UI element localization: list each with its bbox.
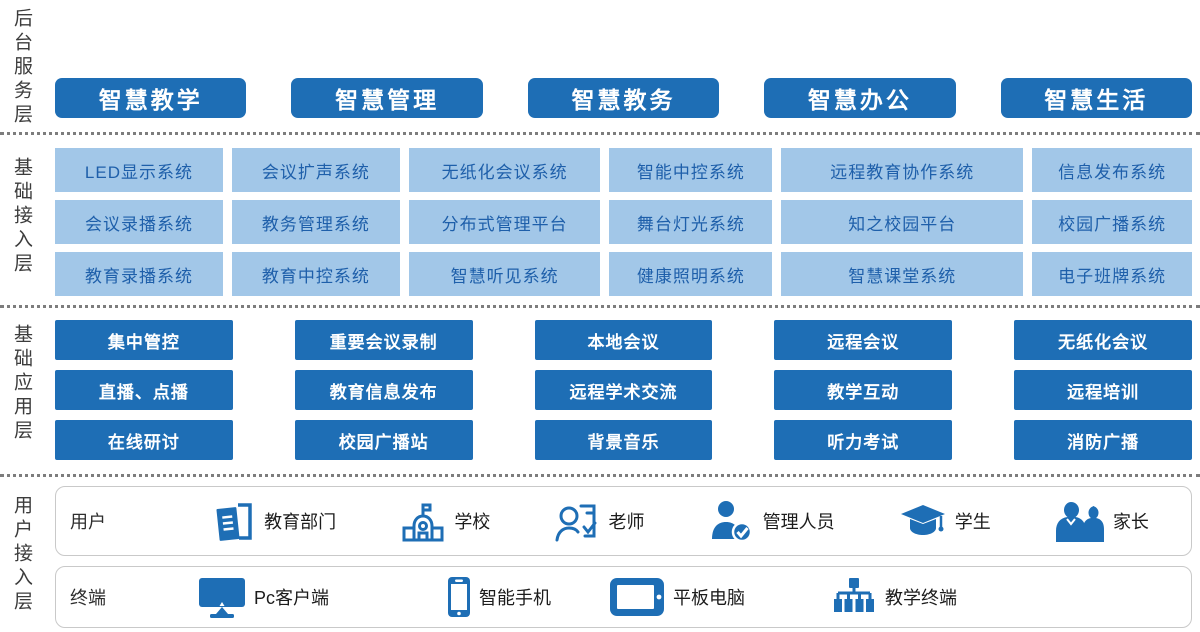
layer-label-user-access: 用户接入层	[11, 495, 32, 615]
module-button-smart-office: 智慧办公	[764, 78, 956, 118]
layer-label-backend-service: 后台服务层	[11, 8, 32, 128]
access-system-box: 信息发布系统	[1032, 148, 1192, 192]
section-divider	[0, 305, 1200, 308]
module-button-row: 智慧教学 智慧管理 智慧教务 智慧办公 智慧生活	[55, 78, 1192, 118]
layer-backend-service: 后台服务层 智慧教学 智慧管理 智慧教务 智慧办公 智慧生活	[0, 0, 1200, 132]
access-content: LED显示系统 会议扩声系统 无纸化会议系统 智能中控系统 远程教育协作系统 信…	[42, 135, 1200, 305]
app-function-box: 听力考试	[774, 420, 953, 460]
application-function-grid: 集中管控 直播、点播 在线研讨 重要会议录制 教育信息发布 校园广播站 本地会议…	[55, 308, 1192, 460]
app-function-box: 远程培训	[1014, 370, 1192, 410]
smartphone-icon	[447, 576, 471, 618]
admin-staff-icon	[709, 499, 755, 543]
access-system-box: 无纸化会议系统	[408, 148, 601, 192]
access-system-box: 教务管理系统	[231, 200, 400, 244]
app-function-box: 校园广播站	[294, 420, 473, 460]
teacher-icon	[554, 500, 600, 542]
section-divider	[0, 132, 1200, 135]
side-label-column: 基础应用层	[0, 308, 42, 474]
access-system-box: 舞台灯光系统	[609, 200, 773, 244]
user-item-admin-staff: 管理人员	[709, 499, 835, 543]
user-item-parents: 家长	[1055, 500, 1149, 542]
access-system-box: 智慧听见系统	[408, 252, 601, 296]
terminal-item-label: Pc客户端	[254, 588, 330, 608]
app-function-box: 消防广播	[1014, 420, 1192, 460]
app-function-box: 教学互动	[774, 370, 953, 410]
user-item-education-department: 教育部门	[214, 500, 336, 542]
terminal-item-label: 教学终端	[885, 588, 958, 608]
app-function-box: 无纸化会议	[1014, 320, 1192, 360]
terminal-item-label: 智能手机	[479, 588, 552, 608]
layer-basic-access: 基础接入层 LED显示系统 会议扩声系统 无纸化会议系统 智能中控系统 远程教育…	[0, 135, 1200, 305]
user-item-label: 学校	[454, 512, 491, 532]
user-item-school: 学校	[400, 499, 490, 543]
user-item-student: 学生	[899, 502, 991, 540]
pc-client-icon	[198, 576, 246, 618]
access-system-box: 知之校园平台	[781, 200, 1024, 244]
layer-user-access: 用户接入层 用户	[0, 477, 1200, 632]
side-label-column: 用户接入层	[0, 477, 42, 632]
user-item-label: 家长	[1112, 512, 1149, 532]
module-button-smart-life: 智慧生活	[1000, 78, 1192, 118]
access-system-box: 远程教育协作系统	[781, 148, 1024, 192]
app-function-box: 集中管控	[55, 320, 233, 360]
users-panel: 用户 教育部门	[55, 486, 1192, 556]
layer-label-basic-application: 基础应用层	[11, 324, 32, 444]
app-function-box: 重要会议录制	[294, 320, 473, 360]
access-system-box: 教育录播系统	[55, 252, 223, 296]
user-item-label: 教育部门	[264, 512, 337, 532]
terminal-item-tablet: 平板电脑	[609, 577, 745, 617]
access-system-box: LED显示系统	[55, 148, 223, 192]
terminals-row-label: 终端	[70, 588, 106, 608]
app-function-box: 背景音乐	[534, 420, 713, 460]
section-divider	[0, 474, 1200, 477]
user-item-label: 管理人员	[762, 512, 835, 532]
layer-label-basic-access: 基础接入层	[11, 157, 32, 277]
user-item-teacher: 老师	[554, 500, 644, 542]
student-icon	[899, 502, 947, 540]
access-system-box: 会议录播系统	[55, 200, 223, 244]
access-system-box: 教育中控系统	[231, 252, 400, 296]
app-function-box: 教育信息发布	[294, 370, 473, 410]
parents-icon	[1055, 500, 1105, 542]
terminal-item-pc-client: Pc客户端	[198, 576, 329, 618]
module-button-smart-teaching: 智慧教学	[55, 78, 247, 118]
side-label-column: 后台服务层	[0, 0, 42, 128]
tablet-icon	[609, 577, 665, 617]
app-function-box: 在线研讨	[55, 420, 233, 460]
access-system-box: 电子班牌系统	[1032, 252, 1192, 296]
access-system-box: 分布式管理平台	[408, 200, 601, 244]
terminal-item-label: 平板电脑	[673, 588, 746, 608]
app-function-box: 直播、点播	[55, 370, 233, 410]
education-department-icon	[214, 500, 256, 542]
access-system-box: 健康照明系统	[609, 252, 773, 296]
layer-basic-application: 基础应用层 集中管控 直播、点播 在线研讨 重要会议录制 教育信息发布 校园广播…	[0, 308, 1200, 474]
backend-content: 智慧教学 智慧管理 智慧教务 智慧办公 智慧生活	[42, 78, 1200, 132]
terminal-item-smartphone: 智能手机	[447, 576, 551, 618]
side-label-column: 基础接入层	[0, 135, 42, 305]
teaching-terminal-icon	[831, 577, 877, 617]
application-content: 集中管控 直播、点播 在线研讨 重要会议录制 教育信息发布 校园广播站 本地会议…	[42, 308, 1200, 474]
access-system-box: 会议扩声系统	[231, 148, 400, 192]
access-system-box: 校园广播系统	[1032, 200, 1192, 244]
access-system-box: 智能中控系统	[609, 148, 773, 192]
user-item-label: 老师	[608, 512, 645, 532]
user-access-content: 用户 教育部门	[42, 477, 1200, 632]
user-item-label: 学生	[954, 512, 991, 532]
terminal-item-teaching-terminal: 教学终端	[831, 577, 957, 617]
module-button-smart-management: 智慧管理	[291, 78, 483, 118]
terminals-panel: 终端 Pc客户端	[55, 566, 1192, 628]
app-function-box: 远程会议	[774, 320, 953, 360]
access-system-box: 智慧课堂系统	[781, 252, 1024, 296]
app-function-box: 本地会议	[534, 320, 713, 360]
app-function-box: 远程学术交流	[534, 370, 713, 410]
access-system-grid: LED显示系统 会议扩声系统 无纸化会议系统 智能中控系统 远程教育协作系统 信…	[55, 135, 1192, 296]
module-button-smart-academic: 智慧教务	[527, 78, 720, 118]
users-row-label: 用户	[70, 512, 106, 532]
school-icon	[400, 499, 446, 543]
